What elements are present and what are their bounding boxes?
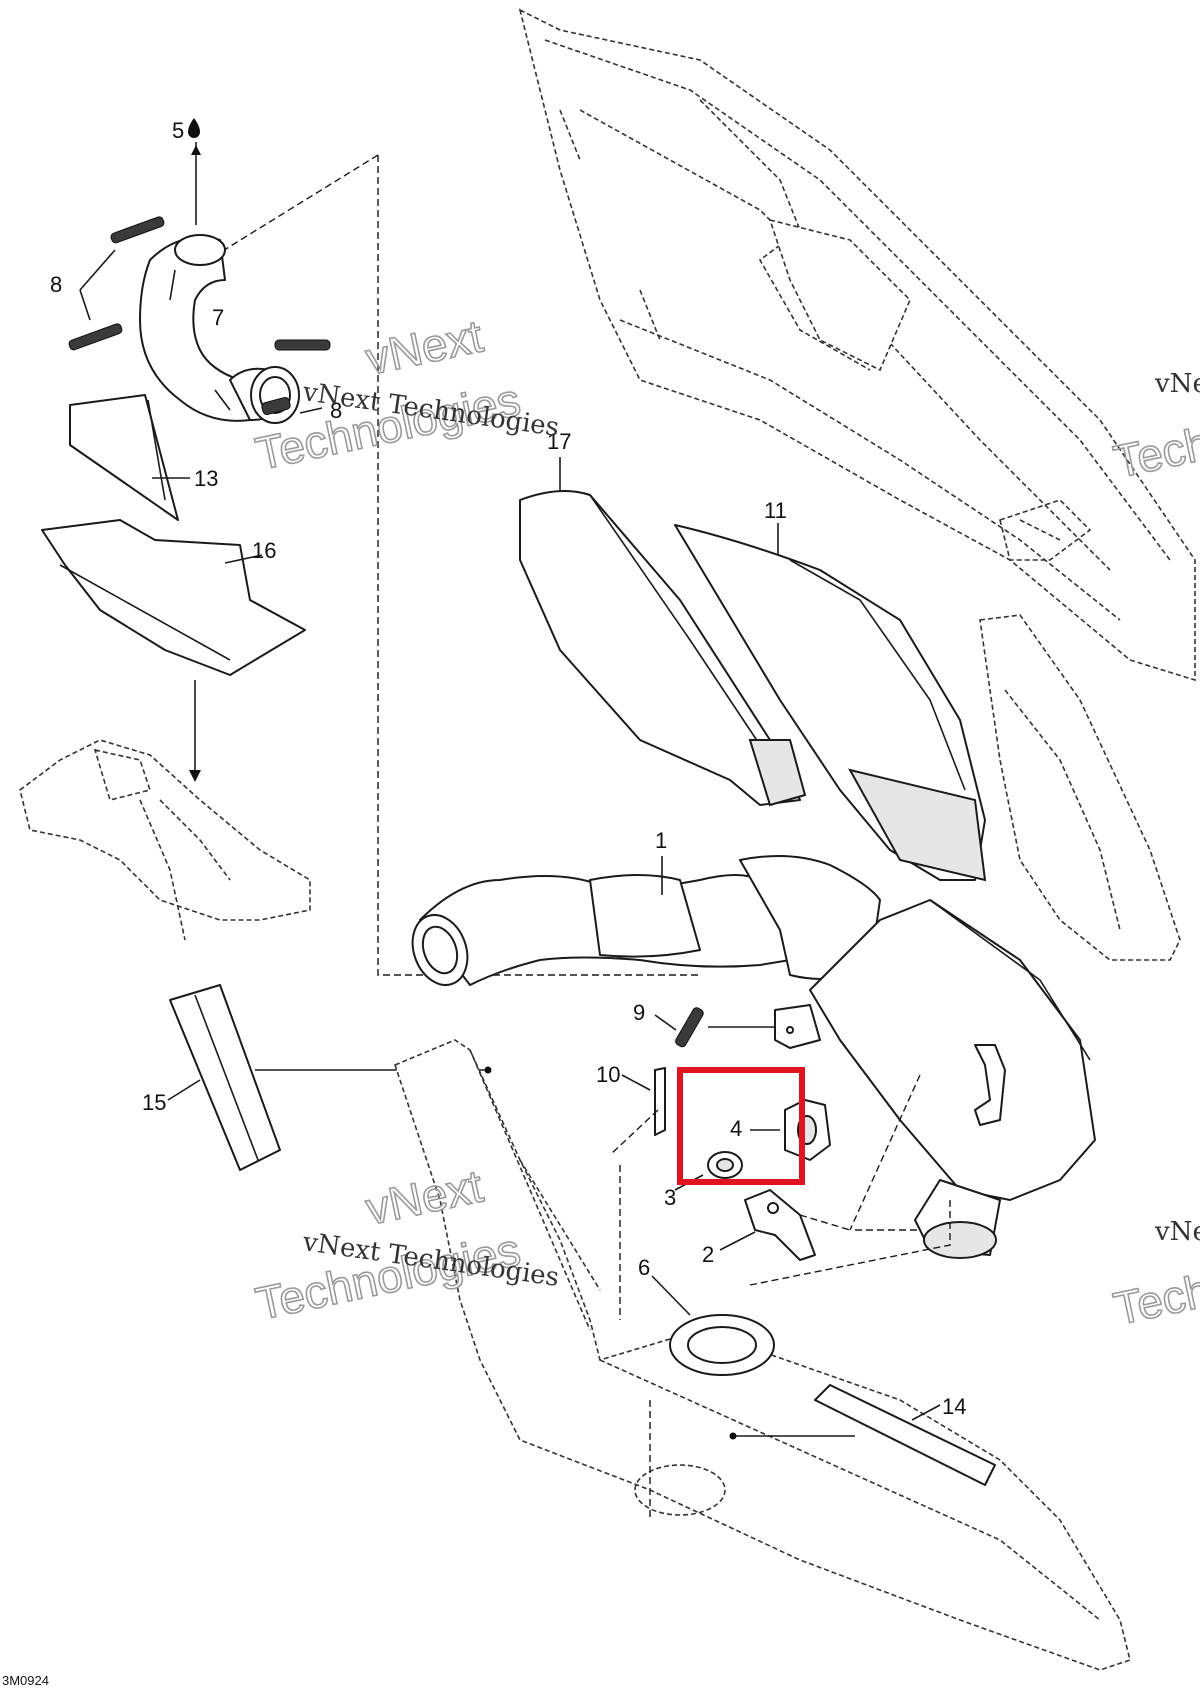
callout-9: 9 <box>633 1000 645 1025</box>
part-3-washer <box>707 1151 743 1179</box>
part-6-grommet <box>669 1314 775 1376</box>
oil-drop-icon <box>188 118 200 138</box>
callout-13: 13 <box>194 466 218 491</box>
callout-3: 3 <box>664 1185 676 1210</box>
watermark-right-middle: vNext Technologies Technologies <box>1108 1217 1200 1336</box>
callout-6: 6 <box>638 1255 650 1280</box>
highlight-box-part-4 <box>677 1067 805 1185</box>
part-7-front-pipe <box>139 234 300 424</box>
part-17-heat-shield <box>519 490 807 807</box>
callout-1: 1 <box>655 828 667 853</box>
part-4-rubber-mount <box>784 1099 831 1161</box>
upper-body-panel <box>518 8 1196 682</box>
svg-text:vNext Technologies: vNext Technologies <box>1154 369 1200 399</box>
callout-2: 2 <box>702 1242 714 1267</box>
callout-10: 10 <box>596 1062 620 1087</box>
svg-text:vNext: vNext <box>361 309 487 384</box>
part-10-strap <box>654 1067 666 1136</box>
part-8-springs <box>68 216 704 1048</box>
part-2-hanger <box>744 1189 816 1261</box>
callout-7: 7 <box>212 305 224 330</box>
callout-8-left: 8 <box>50 272 62 297</box>
callout-5: 5 <box>172 118 184 143</box>
svg-text:vNext Technologies: vNext Technologies <box>1154 1217 1200 1247</box>
callout-8-right: 8 <box>330 398 342 423</box>
part-1-exhaust-pipe <box>411 855 881 986</box>
hanger-bracket <box>774 1004 821 1049</box>
callout-17: 17 <box>547 429 571 454</box>
callout-14: 14 <box>942 1394 966 1419</box>
callout-4: 4 <box>730 1116 742 1141</box>
callout-15: 15 <box>142 1090 166 1115</box>
part-13-shield-plate <box>69 394 179 521</box>
part-14-rail <box>814 1384 996 1486</box>
left-support-bracket <box>19 739 311 941</box>
muffler <box>809 899 1096 1259</box>
callout-16: 16 <box>252 538 276 563</box>
diagram-code: 3M0924 <box>2 1673 49 1688</box>
right-side-panel <box>979 614 1181 961</box>
callout-11: 11 <box>764 498 787 523</box>
part-16-shield-plate <box>41 519 306 676</box>
frame-dashed-line <box>377 155 700 976</box>
part-11-heat-shield <box>674 524 987 882</box>
watermark-right-top: vNext Technologies Technologies <box>1108 369 1200 489</box>
part-15-rail <box>169 984 281 1171</box>
